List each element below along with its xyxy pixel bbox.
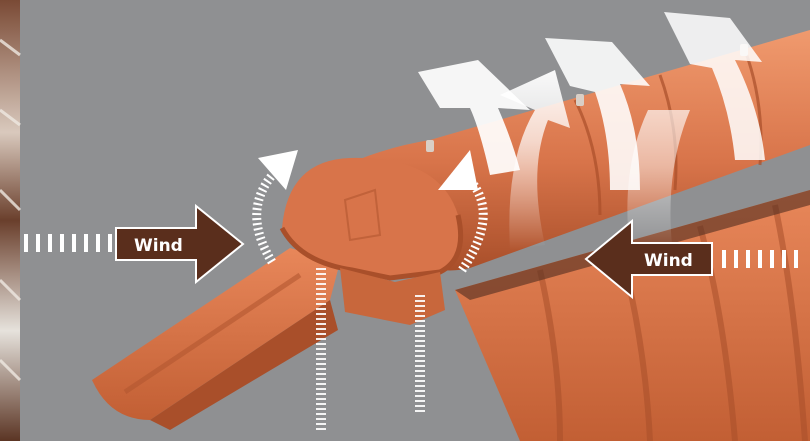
- wind-left-label: Wind: [134, 236, 183, 256]
- left-photo-strip: [0, 0, 20, 441]
- wind-right-label: Wind: [644, 251, 693, 271]
